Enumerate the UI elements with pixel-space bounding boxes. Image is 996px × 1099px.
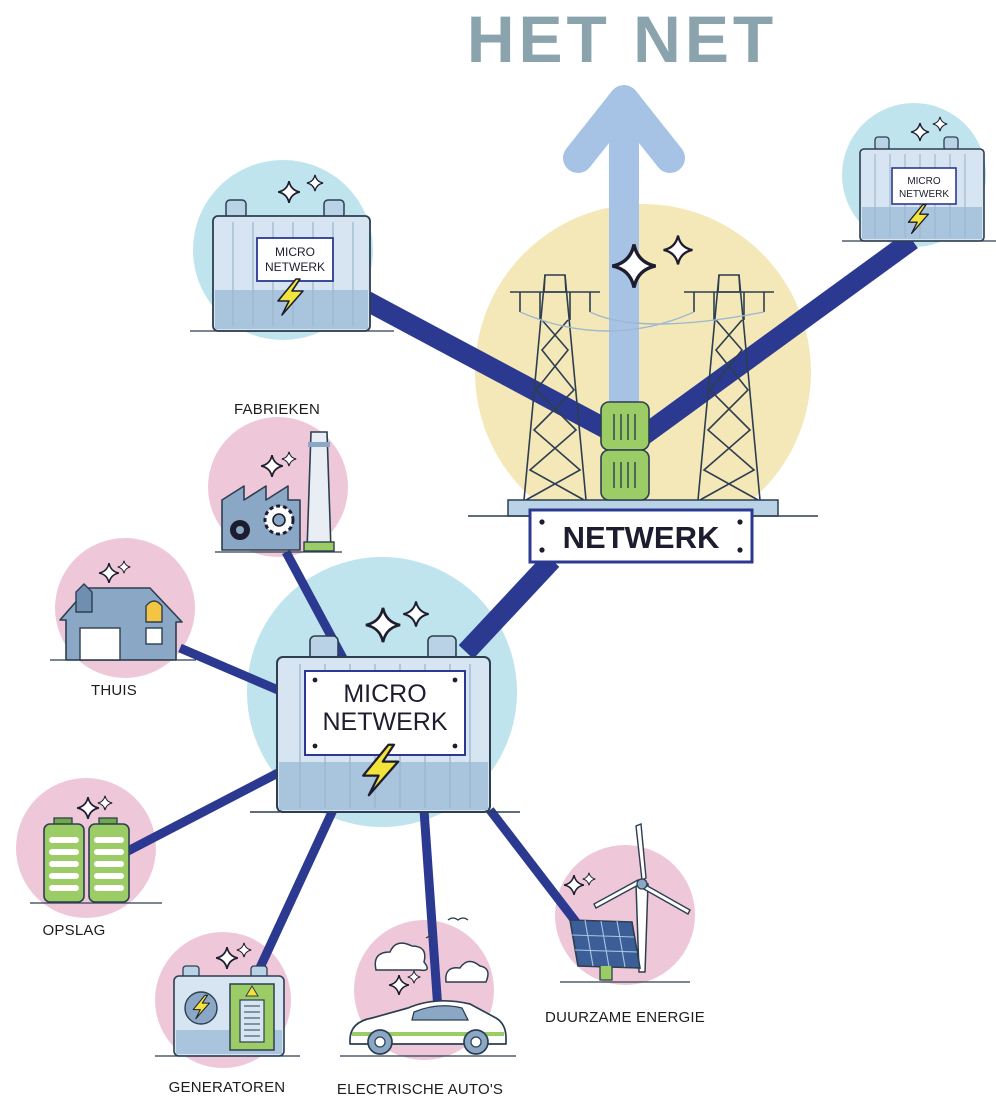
hub-sign: NETWERK <box>528 508 754 564</box>
microgrid-top-right-line1: MICRO <box>907 176 941 187</box>
node-renewable: DUURZAME ENERGIE <box>545 823 705 1026</box>
link-top-right-microgrid <box>634 231 918 447</box>
microgrid-top-left-line2: NETWERK <box>265 260 325 274</box>
link-top-left-microgrid <box>360 291 617 441</box>
node-generators: GENERATOREN <box>155 942 300 1096</box>
hub-green-core <box>600 401 650 501</box>
microgrid-top-left: MICRO NETWERK <box>190 174 394 332</box>
link-cars <box>419 809 443 1011</box>
microgrid-top-left-line1: MICRO <box>275 245 315 259</box>
page-title: HET NET <box>467 2 777 76</box>
factories-label: FABRIEKEN <box>234 401 320 418</box>
renewable-label: DUURZAME ENERGIE <box>545 1009 705 1026</box>
center-label-line2: NETWERK <box>323 708 448 736</box>
electric-cars-label: ELECTRISCHE AUTO'S <box>337 1081 503 1098</box>
storage-label: OPSLAG <box>43 922 106 939</box>
microgrid-top-right-line2: NETWERK <box>899 189 949 200</box>
link-storage <box>123 769 281 856</box>
link-center-to-hub <box>458 553 560 659</box>
node-factories: FABRIEKEN <box>215 401 342 553</box>
hub-towers <box>510 274 774 501</box>
node-home: THUIS <box>50 560 196 699</box>
link-renewable <box>486 807 580 925</box>
node-electric-cars: ELECTRISCHE AUTO'S <box>337 917 516 1098</box>
connection-lines <box>123 231 918 1011</box>
generators-label: GENERATOREN <box>169 1079 286 1096</box>
center-label-line1: MICRO <box>343 680 426 708</box>
home-label: THUIS <box>91 682 137 699</box>
link-generators <box>253 808 338 974</box>
background-circles <box>16 103 986 1068</box>
hub-label: NETWERK <box>563 520 720 555</box>
microgrid-top-right: MICRO NETWERK <box>842 116 996 242</box>
node-storage: OPSLAG <box>30 795 162 939</box>
microgrid-center: MICRO NETWERK <box>250 600 520 813</box>
link-home <box>178 643 280 695</box>
